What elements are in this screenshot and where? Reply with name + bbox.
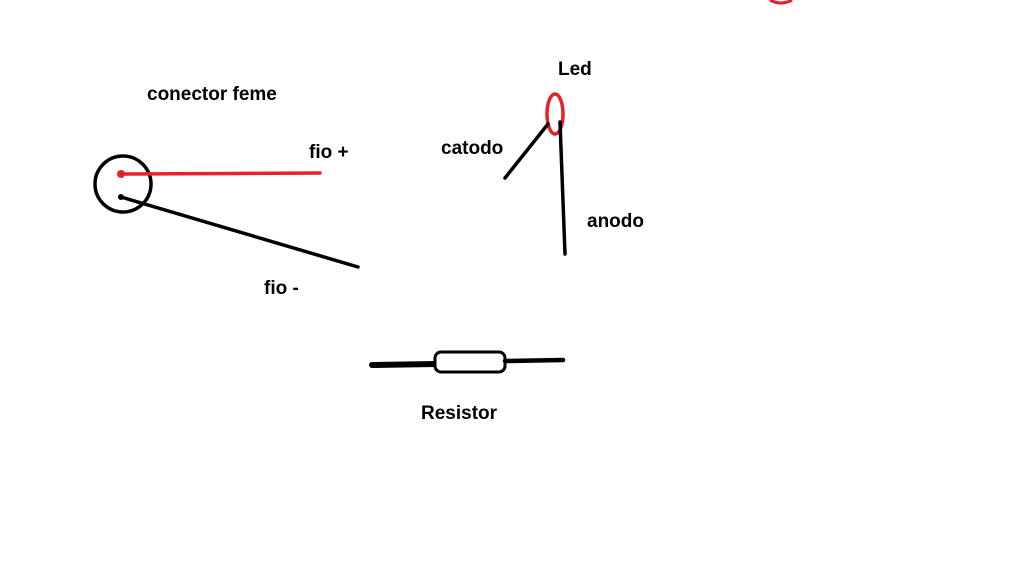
negative-wire-label: fio - xyxy=(264,278,299,299)
resistor-right-lead xyxy=(502,357,566,364)
resistor-body xyxy=(433,350,507,374)
led-cathode-lead xyxy=(503,122,550,180)
wire-negative xyxy=(119,195,360,269)
resistor-label: Resistor xyxy=(421,403,498,424)
connector-label: conector feme xyxy=(147,84,277,105)
resistor xyxy=(369,350,566,374)
anode-label: anodo xyxy=(587,211,644,232)
resistor-left-lead xyxy=(369,361,439,368)
cathode-label: catodo xyxy=(441,138,504,159)
led-body xyxy=(545,92,565,136)
wire-positive xyxy=(119,171,322,176)
led-label: Led xyxy=(558,59,592,80)
led xyxy=(503,92,567,256)
connector-ring xyxy=(93,154,153,214)
partial-red-shape xyxy=(769,0,793,5)
positive-wire-label: fio + xyxy=(309,142,349,163)
led-anode-lead xyxy=(558,120,567,256)
